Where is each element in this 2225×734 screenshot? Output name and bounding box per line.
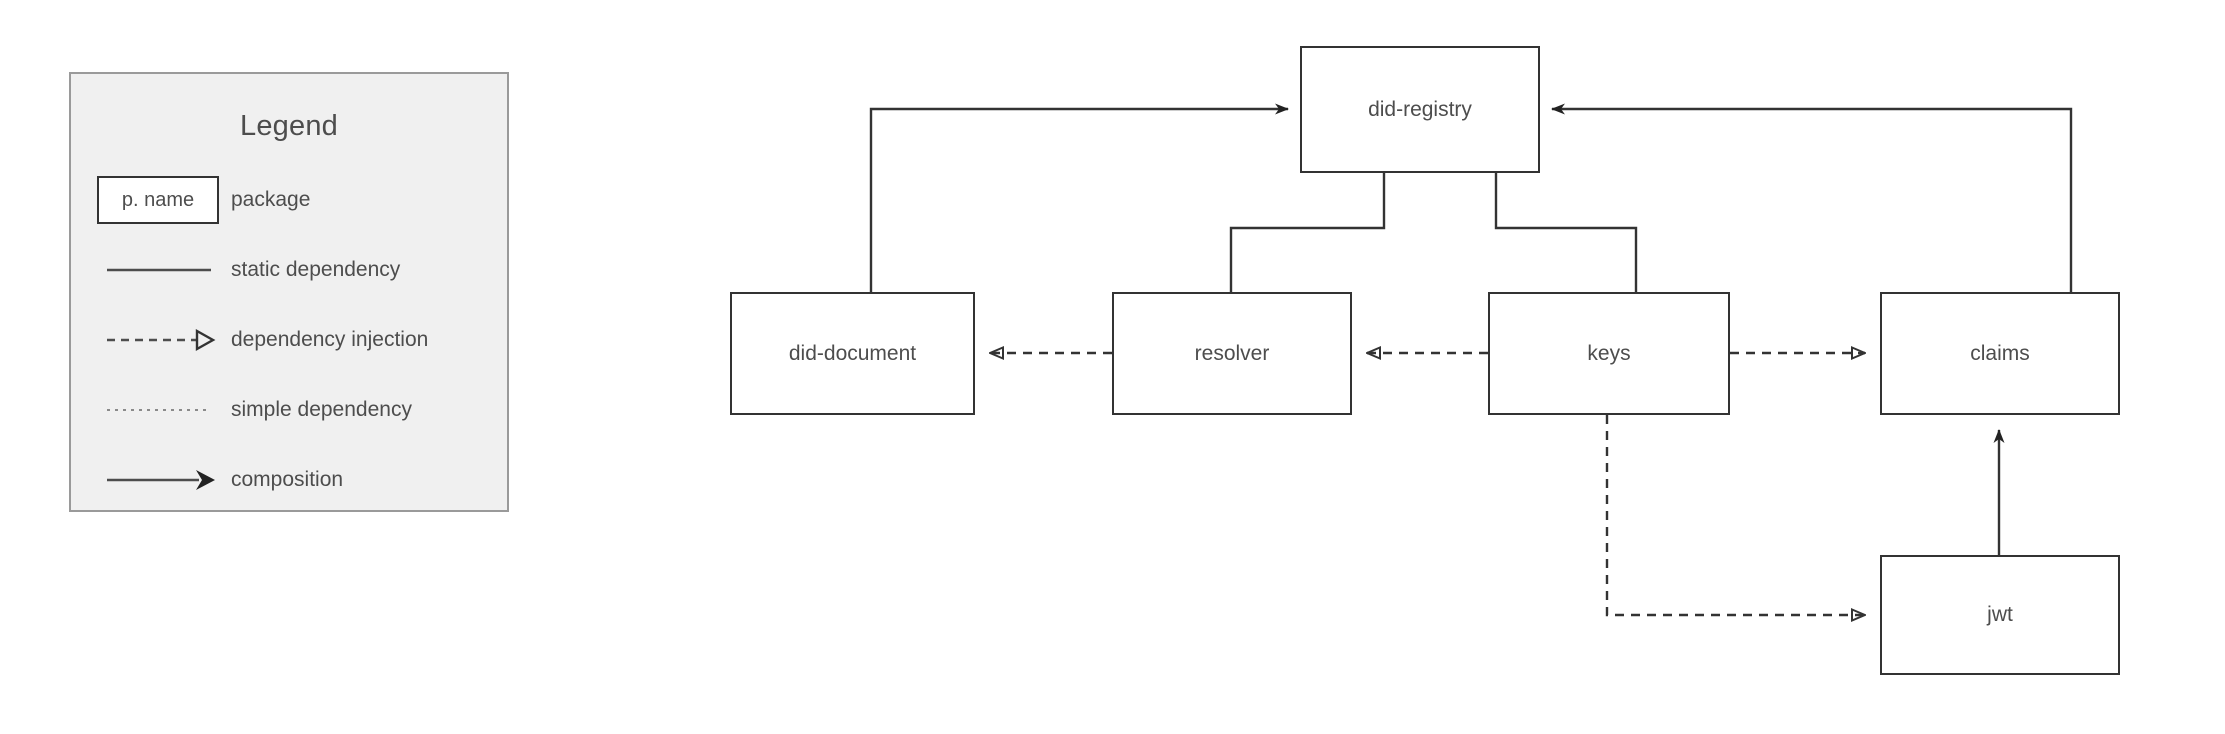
solid-filled-arrow-icon (95, 450, 223, 510)
edge-keys-to-jwt (1605, 415, 1865, 615)
legend-row-static-dependency: static dependency (95, 240, 487, 300)
edge-claims-to-did-registry (1551, 103, 2073, 292)
package-sample-label: p. name (97, 176, 219, 224)
node-jwt[interactable]: jwt (1880, 555, 2120, 675)
solid-line-icon (95, 240, 223, 300)
edge-did-registry-to-resolver (1229, 173, 1386, 292)
legend-label-simple-dependency: simple dependency (231, 398, 412, 421)
node-keys[interactable]: keys (1488, 292, 1730, 415)
edge-did-registry-to-keys (1494, 173, 1638, 292)
node-claims[interactable]: claims (1880, 292, 2120, 415)
node-did-registry[interactable]: did-registry (1300, 46, 1540, 173)
dotted-line-icon (95, 380, 223, 440)
dashed-open-arrow-icon (95, 310, 223, 370)
legend-label-static-dependency: static dependency (231, 258, 401, 281)
legend-row-simple-dependency: simple dependency (95, 380, 487, 440)
legend-label-package: package (231, 188, 311, 211)
legend-title: Legend (240, 110, 338, 142)
node-label-keys: keys (1587, 341, 1631, 365)
node-resolver[interactable]: resolver (1112, 292, 1352, 415)
node-did-document[interactable]: did-document (730, 292, 975, 415)
legend-row-dependency-injection: dependency injection (95, 310, 487, 370)
package-box-icon: p. name (95, 170, 223, 230)
node-label-did-registry: did-registry (1368, 97, 1472, 121)
node-label-jwt: jwt (1987, 603, 2013, 626)
node-label-resolver: resolver (1194, 341, 1270, 365)
legend-panel: Legend p. name package static dependency (69, 72, 509, 512)
node-label-did-document: did-document (788, 341, 917, 365)
legend-row-composition: composition (95, 450, 487, 510)
node-label-claims: claims (1970, 341, 2030, 365)
edge-did-document-to-did-registry (869, 103, 1289, 292)
legend-row-package: p. name package (95, 170, 487, 230)
legend-label-composition: composition (231, 468, 344, 491)
legend-label-dependency-injection: dependency injection (231, 328, 429, 351)
